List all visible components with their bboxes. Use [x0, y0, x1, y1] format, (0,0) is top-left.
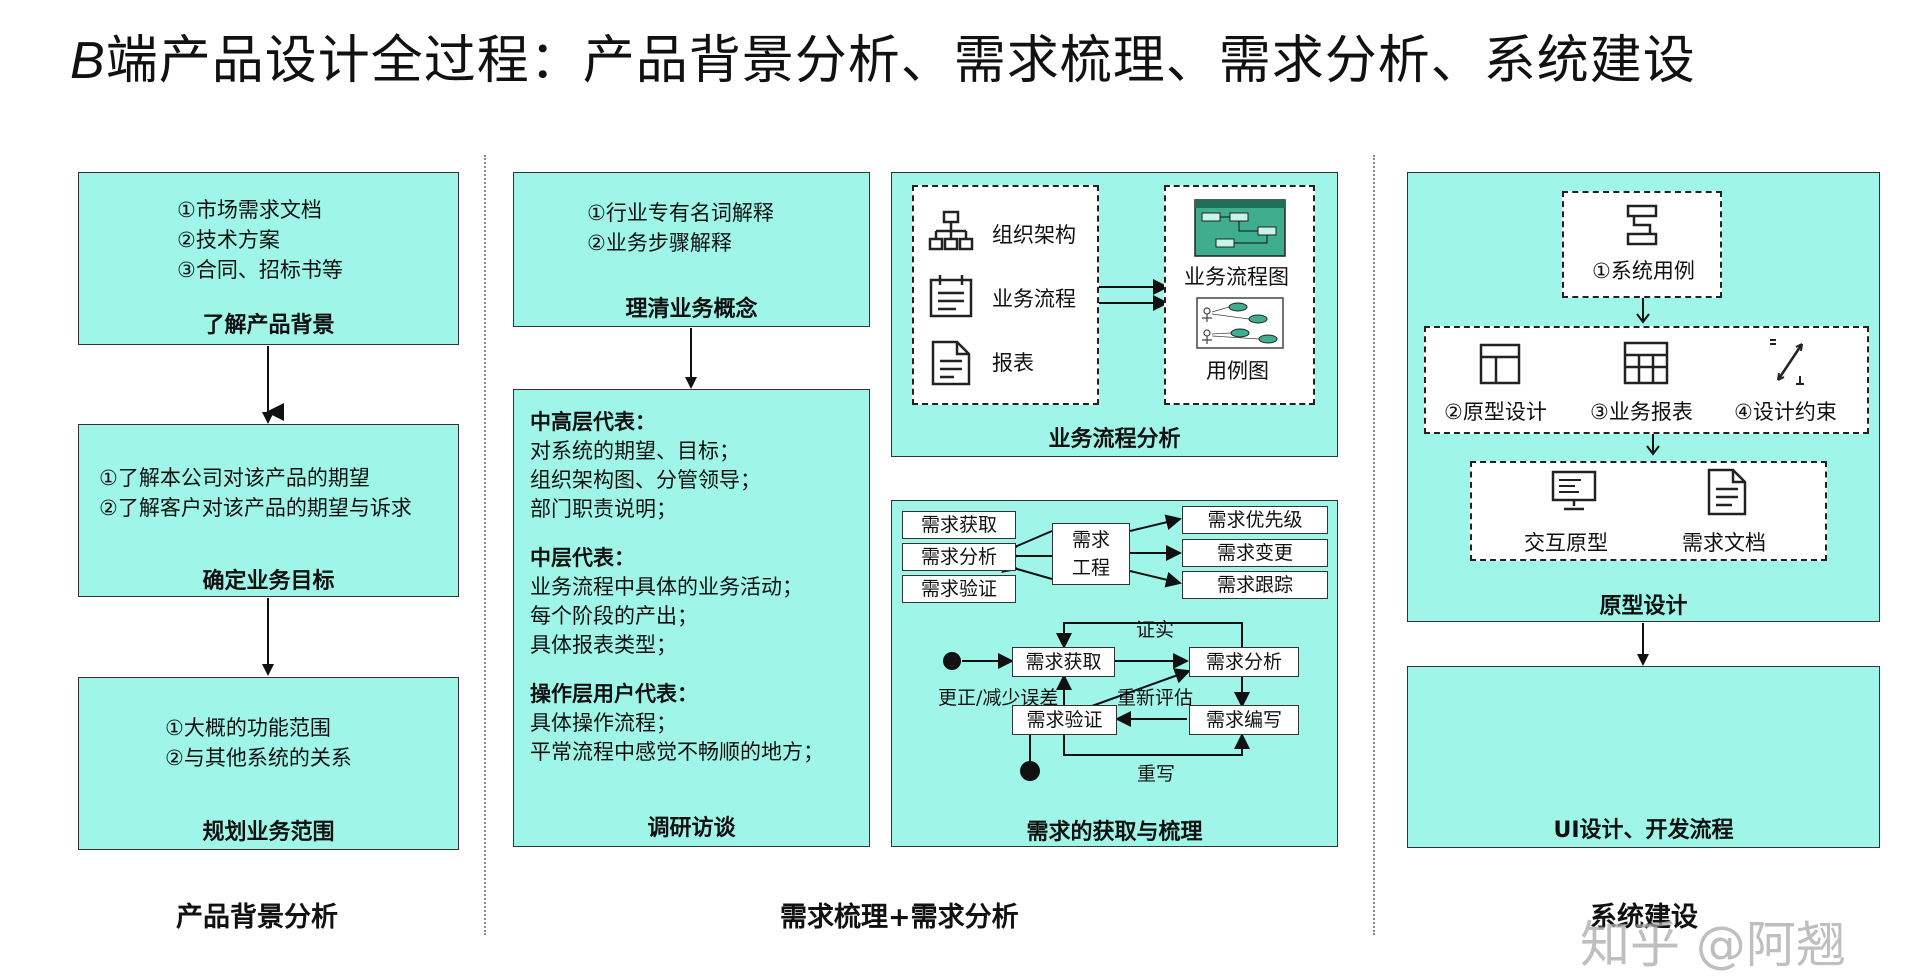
requirements-box: 需求获取 需求分析 需求验证 需求工程 需求优先级 需求变更 需求跟踪 需求获取… [891, 500, 1338, 847]
report-icon [931, 340, 971, 386]
use-case-group: ①系统用例 [1562, 191, 1722, 298]
req-right-item: 需求跟踪 [1182, 571, 1328, 599]
cycle-analyze: 需求分析 [1189, 647, 1299, 677]
section-label: 系统建设 [1590, 902, 1698, 933]
flow-input-label: 报表 [992, 351, 1034, 375]
flow-arrows [1099, 279, 1169, 311]
box-caption: 调研访谈 [647, 816, 736, 841]
monitor-icon [1551, 470, 1597, 511]
edge-label: 更正/减少误差 [938, 687, 1059, 709]
design-label: ③业务报表 [1590, 400, 1693, 424]
design-label: ②原型设计 [1444, 400, 1547, 424]
down-arrow [1646, 434, 1660, 456]
req-right-item: 需求优先级 [1182, 506, 1328, 534]
flow-input-label: 组织架构 [992, 223, 1076, 247]
watermark: 知乎 @阿翘 [1580, 916, 1846, 974]
flow-outputs: 业务流程图 用例图 [1164, 185, 1315, 405]
flow-diagram-icon [1626, 204, 1658, 246]
flow-output-label: 业务流程图 [1184, 265, 1289, 289]
edge-label: 重写 [1137, 763, 1176, 785]
document-icon [1707, 468, 1747, 516]
cycle-write: 需求编写 [1189, 705, 1299, 735]
box-caption: 业务流程分析 [1048, 427, 1181, 452]
flow-output-label: 用例图 [1206, 359, 1269, 383]
section-label: 产品背景分析 [176, 902, 338, 933]
output-group: 交互原型 需求文档 [1470, 461, 1827, 561]
req-engineering-hub: 需求工程 [1052, 523, 1130, 585]
prototype-box: ①系统用例 ②原型设计 ③业务报表 ④设计约束 交互原型 [1407, 172, 1880, 622]
cycle-verify: 需求验证 [1012, 705, 1117, 735]
column-divider [1373, 155, 1375, 935]
interview-lines: 中高层代表： 对系统的期望、目标； 组织架构图、分管领导； 部门职责说明； 中层… [530, 410, 824, 764]
flow-inputs: 组织架构 业务流程 报表 [912, 185, 1099, 405]
calendar-icon [929, 275, 973, 318]
interview-box: 中高层代表： 对系统的期望、目标； 组织架构图、分管领导； 部门职责说明； 中层… [513, 389, 870, 847]
edge-label: 证实 [1136, 619, 1175, 641]
design-label: ④设计约束 [1734, 400, 1837, 424]
box-caption: 理清业务概念 [625, 297, 758, 322]
flow-analysis-box: 组织架构 业务流程 报表 业务流程图 [891, 172, 1338, 457]
use-case-label: ①系统用例 [1592, 259, 1695, 283]
box-caption: 了解产品背景 [202, 313, 335, 338]
flow-input-label: 业务流程 [992, 287, 1076, 311]
box-caption: 规划业务范围 [202, 820, 335, 845]
requirements-connectors [943, 514, 1250, 781]
req-right-item: 需求变更 [1182, 539, 1328, 567]
req-left-item: 需求验证 [902, 575, 1016, 603]
flowchart-icon [1194, 199, 1286, 257]
dev-box: UI设计、开发流程 [1407, 666, 1880, 848]
output-label: 交互原型 [1524, 531, 1608, 555]
cycle-acquire: 需求获取 [1012, 647, 1115, 677]
page-title: B端产品设计全过程：产品背景分析、需求梳理、需求分析、系统建设 [70, 31, 1696, 91]
box-caption: 确定业务目标 [202, 569, 335, 594]
box-caption: 原型设计 [1599, 594, 1688, 619]
layout-icon [1479, 343, 1521, 385]
box-caption: UI设计、开发流程 [1553, 818, 1734, 843]
req-left-item: 需求分析 [902, 543, 1016, 571]
column-divider [484, 155, 486, 935]
table-icon [1623, 341, 1669, 385]
output-label: 需求文档 [1682, 531, 1766, 555]
use-case-icon [1196, 297, 1284, 349]
design-group: ②原型设计 ③业务报表 ④设计约束 [1424, 326, 1869, 434]
constraint-icon [1770, 339, 1804, 385]
req-left-item: 需求获取 [902, 511, 1016, 539]
box-caption: 需求的获取与梳理 [1026, 820, 1203, 845]
org-chart-icon [928, 210, 974, 251]
edge-label: 重新评估 [1117, 687, 1194, 709]
section-label: 需求梳理+需求分析 [780, 902, 1019, 933]
down-arrow [1636, 298, 1650, 324]
